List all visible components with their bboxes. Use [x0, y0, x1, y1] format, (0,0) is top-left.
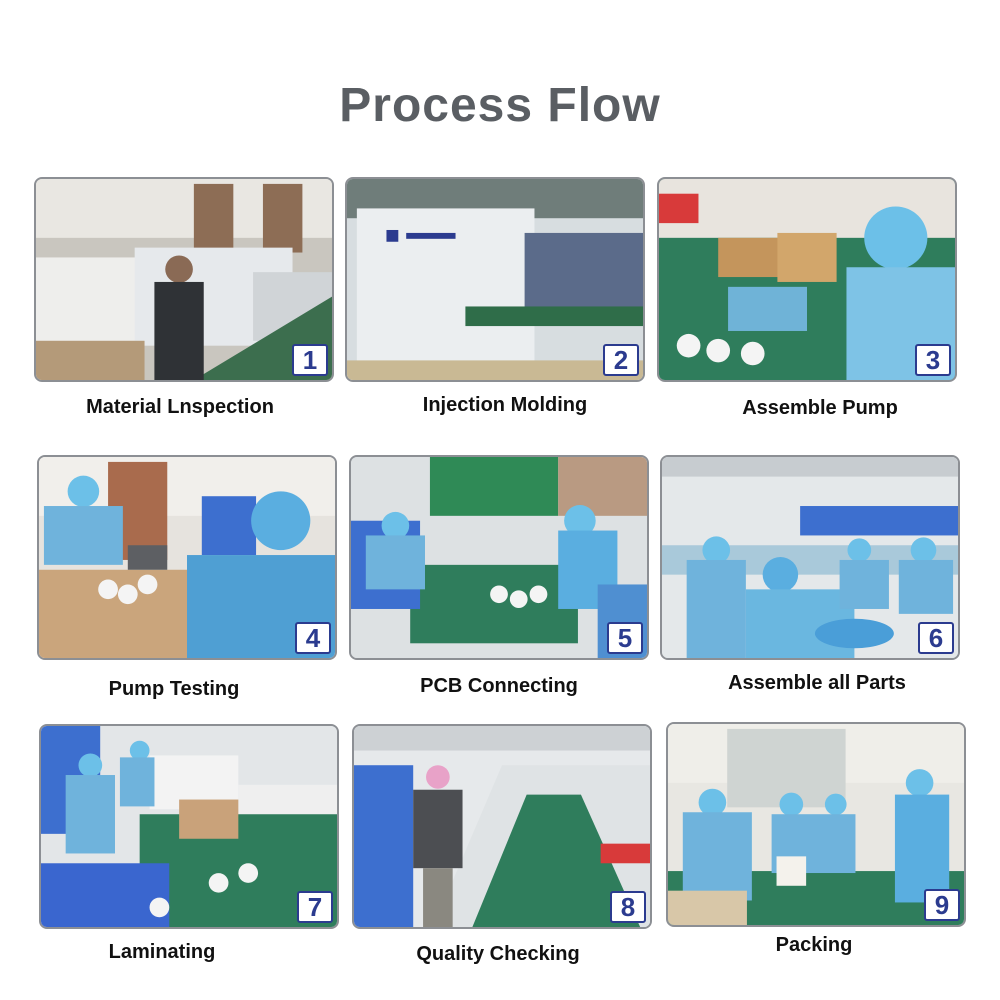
step-number-badge: 4 [295, 622, 331, 654]
step-number-badge: 3 [915, 344, 951, 376]
factory-photo [36, 179, 332, 380]
step-label: Assemble all Parts [728, 672, 906, 694]
factory-photo [668, 724, 964, 925]
step-number-badge: 5 [607, 622, 643, 654]
step-label: Assemble Pump [742, 397, 898, 419]
factory-photo [354, 726, 650, 927]
factory-photo [347, 179, 643, 380]
factory-photo [662, 457, 958, 658]
step-label: Quality Checking [416, 943, 580, 965]
step-number-badge: 2 [603, 344, 639, 376]
step-photo-assemble-pump: 3 [657, 177, 957, 382]
step-label: PCB Connecting [420, 675, 578, 697]
step-photo-assemble-all-parts: 6 [660, 455, 960, 660]
step-photo-material-inspection: 1 [34, 177, 334, 382]
factory-photo [39, 457, 335, 658]
factory-photo [659, 179, 955, 380]
step-label: Pump Testing [108, 678, 240, 700]
step-photo-injection-molding: 2 [345, 177, 645, 382]
page-title: Process Flow [339, 79, 661, 132]
step-number-badge: 7 [297, 891, 333, 923]
step-label: Packing [775, 934, 853, 956]
factory-photo [351, 457, 647, 658]
step-label: Injection Molding [422, 394, 588, 416]
step-photo-pcb-connecting: 5 [349, 455, 649, 660]
step-number-badge: 9 [924, 889, 960, 921]
step-label: Material Lnspection [86, 396, 274, 418]
step-number-badge: 6 [918, 622, 954, 654]
step-photo-pump-testing: 4 [37, 455, 337, 660]
step-photo-packing: 9 [666, 722, 966, 927]
step-label: Laminating [108, 941, 216, 963]
factory-photo [41, 726, 337, 927]
step-number-badge: 1 [292, 344, 328, 376]
step-photo-quality-checking: 8 [352, 724, 652, 929]
step-number-badge: 8 [610, 891, 646, 923]
step-photo-laminating: 7 [39, 724, 339, 929]
